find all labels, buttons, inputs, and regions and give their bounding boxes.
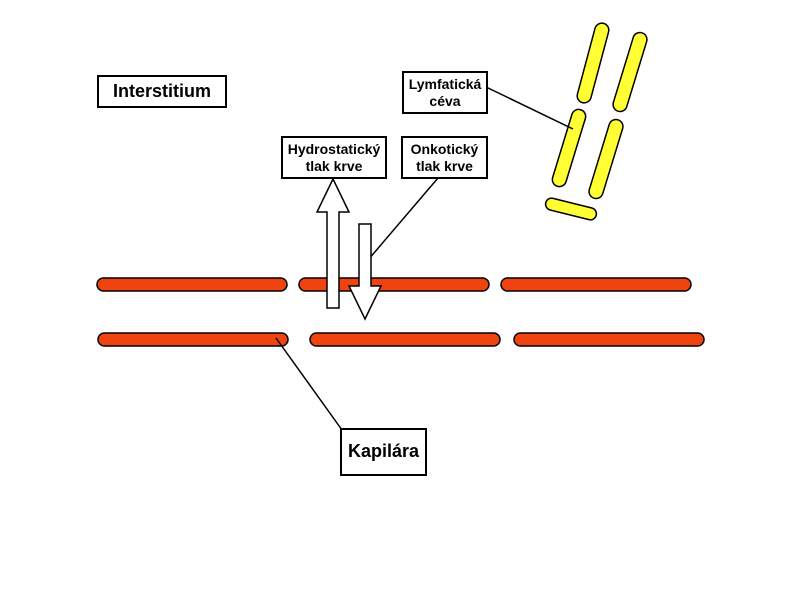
capillary-wall-upper-1: [96, 277, 288, 292]
oncotic-text-line-2: tlak krve: [416, 157, 473, 174]
capillary-wall-upper-2: [298, 277, 490, 292]
interstitium-label: Interstitium: [97, 75, 227, 108]
lymph-vessel-label: Lymfatická céva: [402, 71, 488, 114]
lymph-vessel: [544, 22, 648, 221]
lymph-vessel-segment-5: [544, 197, 598, 221]
capillary-wall-upper-3: [500, 277, 692, 292]
lymph-vessel-leader-line: [485, 86, 574, 130]
lymph-vessel-segment-2: [612, 31, 648, 113]
oncotic-text-line-1: Onkotický: [410, 140, 479, 157]
capillary-leader-line: [275, 337, 343, 431]
hydrostatic-text-line-1: Hydrostatický: [287, 140, 381, 157]
capillary-wall-lower-2: [309, 332, 501, 347]
capillary-wall-lower-3: [513, 332, 705, 347]
hydrostatic-pressure-label: Hydrostatický tlak krve: [281, 136, 387, 179]
lymph-vessel-segment-1: [576, 22, 610, 104]
hydrostatic-text-line-2: tlak krve: [305, 157, 363, 174]
lymph-vessel-text-line-2: céva: [429, 92, 461, 109]
capillary-text: Kapilára: [347, 441, 420, 462]
lymph-vessel-segment-3: [551, 108, 587, 188]
hydrostatic-pressure-arrow: [315, 177, 351, 309]
capillary-wall-lower-1: [97, 332, 289, 347]
lymph-vessel-text-line-1: Lymfatická: [408, 75, 482, 92]
oncotic-leader-line: [367, 177, 439, 261]
interstitium-text: Interstitium: [112, 80, 211, 101]
lymph-vessel-segment-4: [588, 118, 624, 200]
capillary-label: Kapilára: [340, 428, 427, 476]
oncotic-pressure-label: Onkotický tlak krve: [401, 136, 488, 179]
oncotic-pressure-arrow: [347, 223, 383, 321]
